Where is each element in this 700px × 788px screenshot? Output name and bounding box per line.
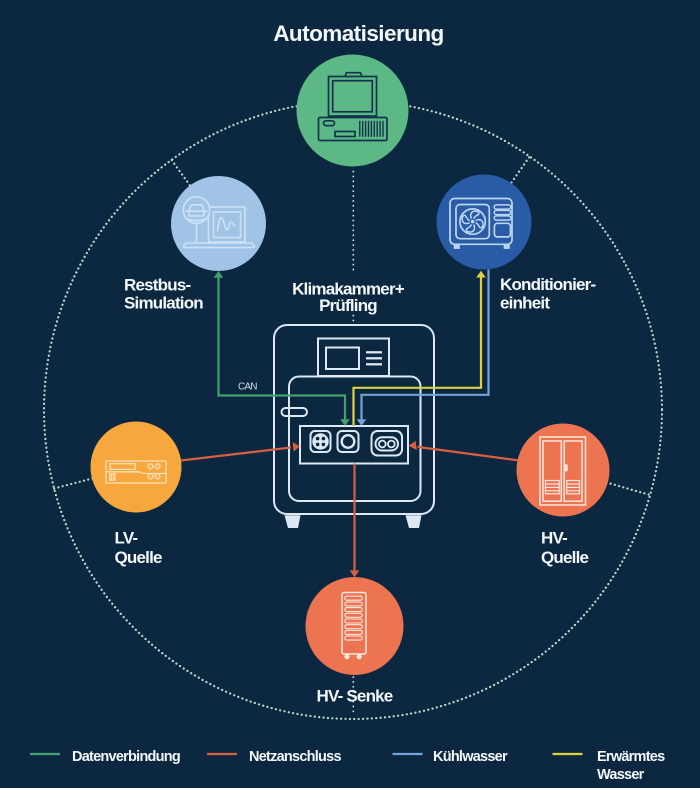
svg-text:Wasser: Wasser <box>597 767 645 783</box>
svg-text:LV-: LV- <box>115 529 138 548</box>
svg-text:Simulation: Simulation <box>124 294 203 313</box>
svg-text:Restbus-: Restbus- <box>124 275 190 294</box>
svg-text:einheit: einheit <box>500 293 550 312</box>
svg-text:Datenverbindung: Datenverbindung <box>72 749 180 765</box>
svg-text:Automatisierung: Automatisierung <box>273 21 444 46</box>
svg-text:Klimakammer+: Klimakammer+ <box>292 280 405 299</box>
svg-text:Quelle: Quelle <box>115 548 163 567</box>
svg-text:Prüfling: Prüfling <box>319 296 377 315</box>
svg-text:Konditionier-: Konditionier- <box>500 275 595 294</box>
svg-text:Erwärmtes: Erwärmtes <box>597 749 665 765</box>
svg-text:Netzanschluss: Netzanschluss <box>249 749 341 765</box>
svg-text:HV-: HV- <box>541 529 567 548</box>
svg-text:CAN: CAN <box>238 382 257 393</box>
svg-text:Quelle: Quelle <box>541 548 589 567</box>
svg-text:HV- Senke: HV- Senke <box>317 687 393 706</box>
svg-text:Kühlwasser: Kühlwasser <box>433 749 508 765</box>
